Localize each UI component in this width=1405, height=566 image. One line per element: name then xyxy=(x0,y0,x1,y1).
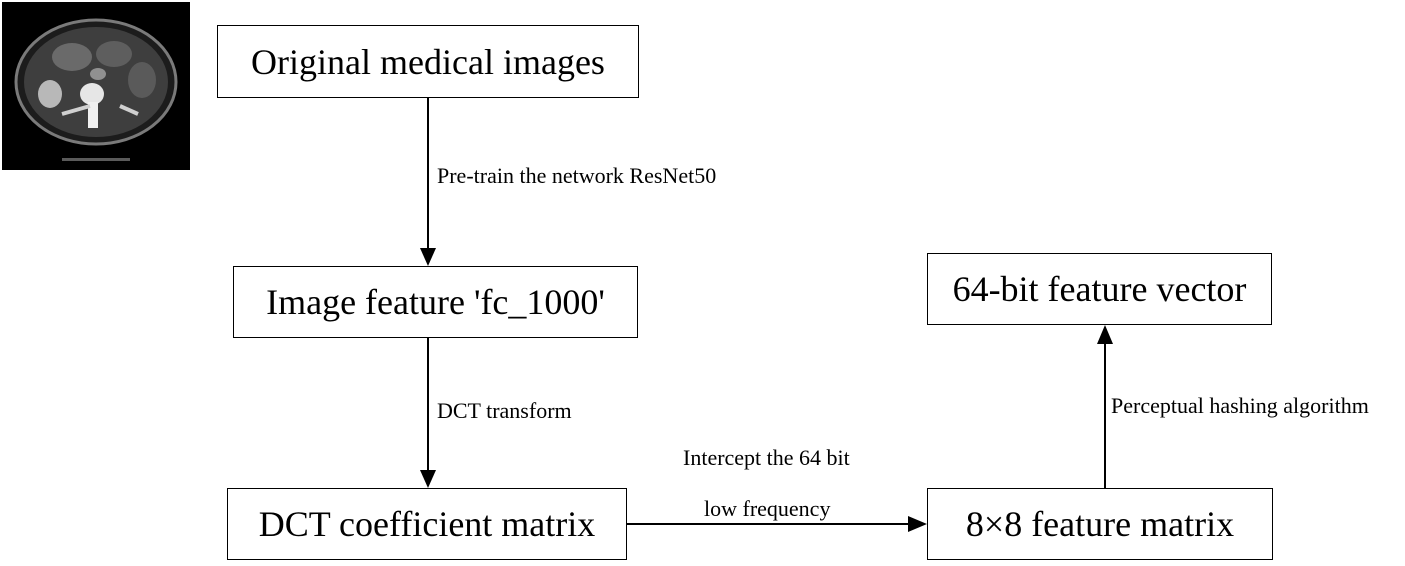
arrow-dct-head xyxy=(420,470,436,488)
pretrain-label: Pre-train the network ResNet50 xyxy=(437,163,717,188)
hashing-label: Perceptual hashing algorithm xyxy=(1111,393,1369,418)
feature-matrix-label: 8×8 feature matrix xyxy=(965,504,1235,544)
original-images-label: Original medical images xyxy=(251,41,605,82)
arrow-pretrain-head xyxy=(420,248,436,266)
image-feature-box: Image feature 'fc_1000' xyxy=(233,266,638,338)
feature-vector-label: 64-bit feature vector xyxy=(952,269,1247,309)
ct-scan-drawing xyxy=(2,2,190,170)
dct-coefficient-label: DCT coefficient matrix xyxy=(258,504,596,544)
low-frequency-label: low frequency xyxy=(704,496,831,521)
arrow-hash-head xyxy=(1097,325,1113,344)
feature-matrix-box: 8×8 feature matrix xyxy=(927,488,1273,560)
ct-scan-image xyxy=(2,2,190,170)
dct-transform-label: DCT transform xyxy=(437,398,572,423)
original-images-box: Original medical images xyxy=(217,25,639,98)
intercept-label: Intercept the 64 bit xyxy=(683,445,850,470)
image-feature-label: Image feature 'fc_1000' xyxy=(266,282,605,322)
feature-vector-box: 64-bit feature vector xyxy=(927,253,1272,325)
arrow-intercept-head xyxy=(908,516,927,532)
dct-coefficient-box: DCT coefficient matrix xyxy=(227,488,627,560)
